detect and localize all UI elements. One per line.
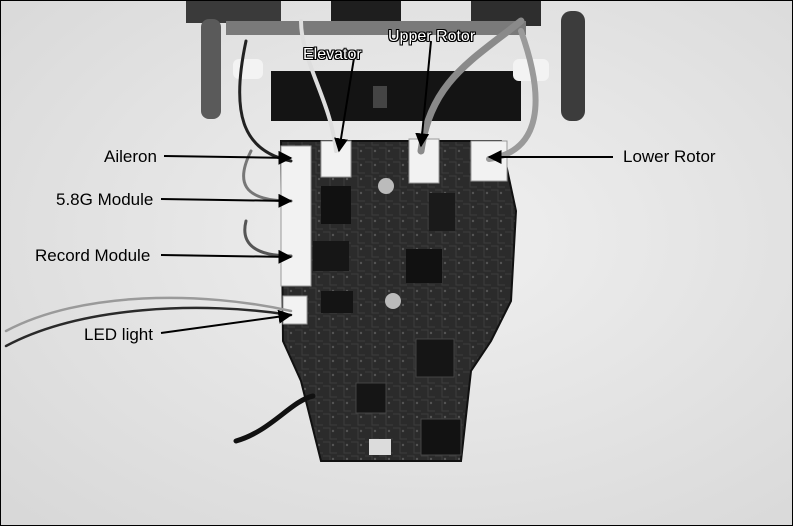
elevator-label: Elevator bbox=[303, 46, 362, 63]
module-58g-label: 5.8G Module bbox=[56, 190, 154, 209]
upper-rotor-label: Upper Rotor bbox=[388, 28, 476, 45]
aileron-arrow bbox=[163, 150, 293, 165]
record-module-arrow bbox=[160, 249, 293, 264]
chips bbox=[313, 178, 462, 456]
record-module-label: Record Module bbox=[35, 246, 151, 265]
led-light-arrow bbox=[160, 309, 293, 334]
lower-rotor-label: Lower Rotor bbox=[623, 147, 716, 166]
elevator-arrow bbox=[334, 57, 355, 153]
module-58g-arrow bbox=[160, 193, 293, 208]
led-light-label: LED light bbox=[84, 325, 153, 344]
aileron-label: Aileron bbox=[104, 147, 157, 166]
arrows bbox=[160, 40, 613, 334]
upper-rotor-arrow bbox=[415, 40, 432, 148]
wires bbox=[4, 17, 539, 444]
